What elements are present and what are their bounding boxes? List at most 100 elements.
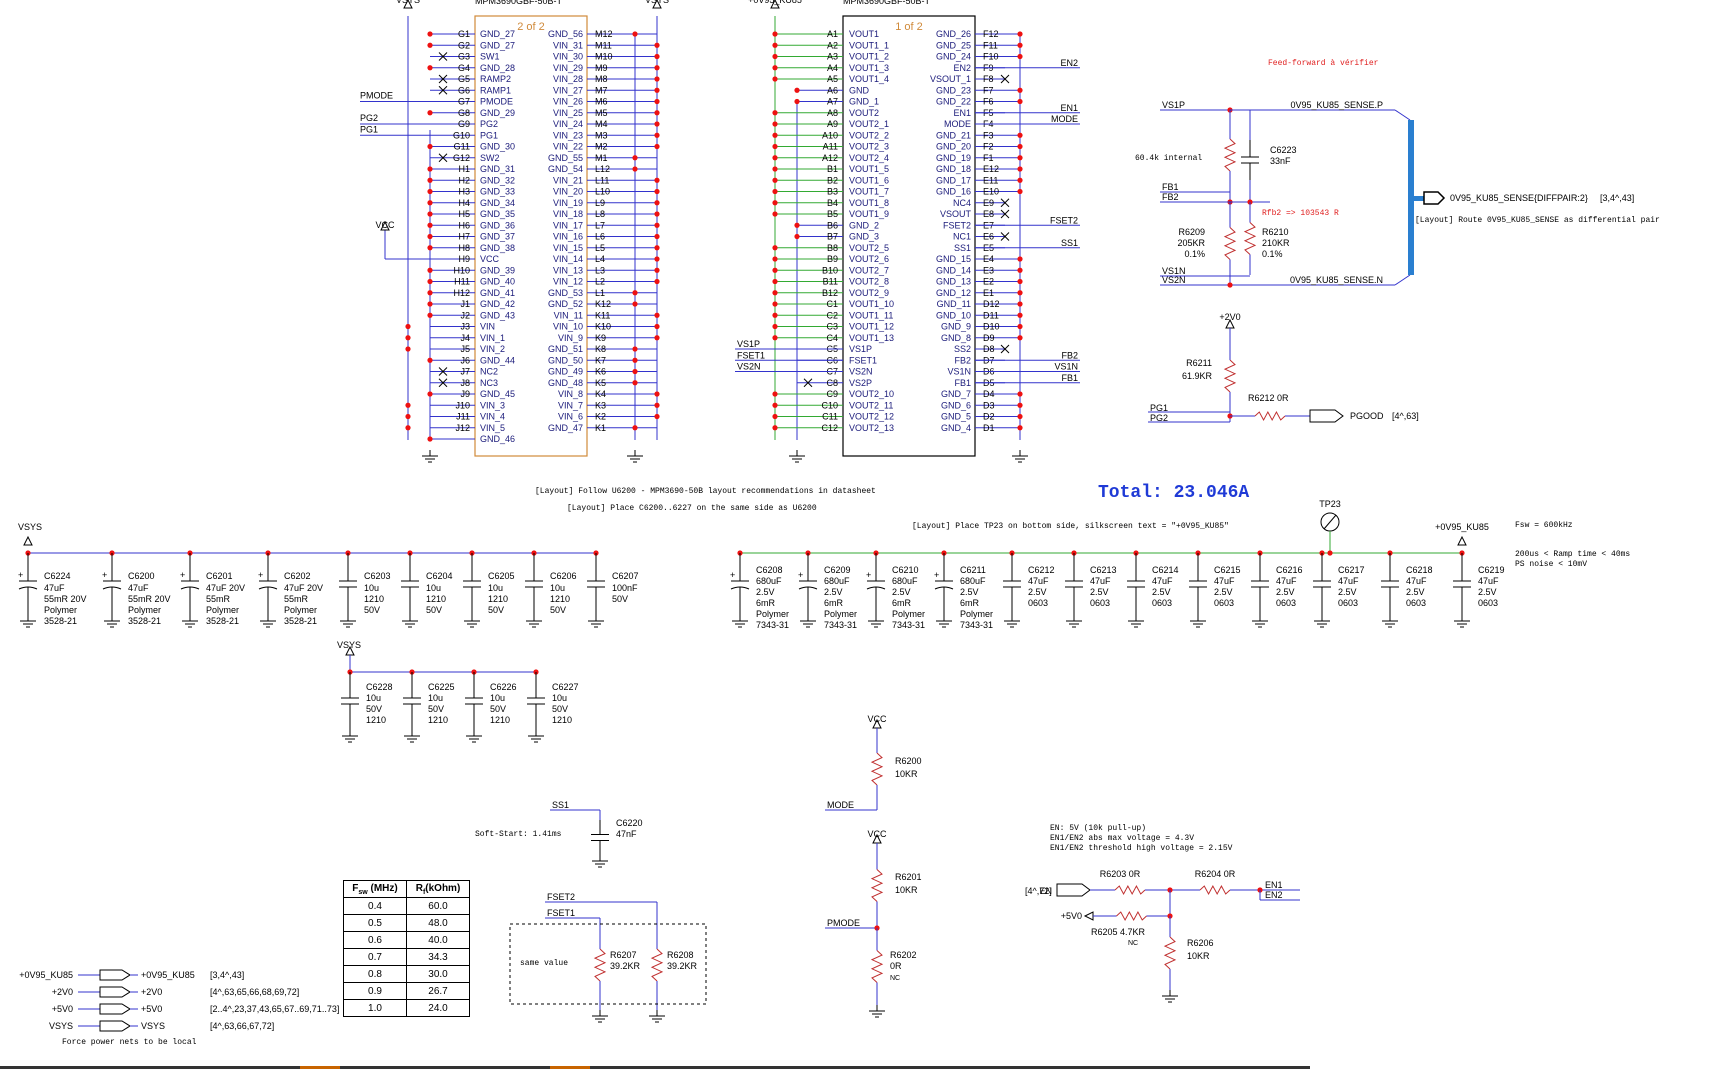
pin-name: PMODE (480, 97, 513, 107)
no-connect-mark (1000, 344, 1010, 354)
no-connect-mark (438, 378, 448, 388)
pin-number: C9 (826, 389, 838, 399)
no-connect-mark (1000, 209, 1010, 219)
pgood-ref: [4^,63] (1392, 411, 1419, 421)
cap-ref: C6207 (612, 571, 639, 581)
pin-number: G11 (454, 142, 470, 152)
junction-dot (427, 188, 433, 195)
u6200a-part: MPM3690GBF-50B-T (843, 0, 931, 6)
junction-dot (772, 335, 778, 341)
bus-entry (1394, 274, 1411, 286)
pin-number: B1 (827, 164, 838, 174)
pin-name: NC4 (953, 198, 971, 208)
plus5-port (1083, 911, 1094, 921)
fset2-label: FSET2 (547, 892, 575, 902)
en-port-label: EN (1039, 886, 1052, 896)
junction-dot (772, 267, 778, 273)
junction-dot (654, 121, 660, 127)
r6209-value: 205KR (1177, 238, 1205, 248)
diffpair-bus (1408, 120, 1414, 275)
pin-name: GND_30 (480, 142, 515, 152)
pin-name: GND_29 (480, 108, 515, 118)
pin-name: VOUT2_3 (849, 142, 889, 152)
pin-name: GND_39 (480, 265, 515, 275)
junction-dot (405, 346, 411, 352)
power-port-ref: [4^,63,66,67,72] (210, 1021, 274, 1031)
pin-number: B11 (823, 277, 838, 287)
junction-dot (632, 301, 638, 307)
junction-dot (1017, 278, 1023, 285)
vsys-label: VSYS (396, 0, 420, 5)
cap-value: 1210 (550, 594, 570, 604)
plus5-label: +5V0 (1061, 911, 1082, 921)
pin-name: VOUT1_6 (849, 175, 889, 185)
rf-header: Rf(kOhm) (406, 880, 470, 898)
pin-number: H9 (458, 254, 470, 264)
pin-name: GND_45 (480, 389, 515, 399)
pin-number: E11 (983, 175, 998, 185)
junction-dot (794, 233, 800, 240)
vout-arrow-caps (1457, 535, 1467, 546)
junction-dot (772, 42, 778, 48)
junction-dot (654, 256, 660, 262)
junction-dot (1017, 290, 1023, 296)
vcc-label-2: VCC (867, 829, 887, 839)
pin-name: NC1 (953, 232, 971, 242)
net-en2-label: EN2 (1060, 58, 1078, 68)
pin-number: A4 (827, 63, 838, 73)
pin-name: GND_9 (941, 322, 971, 332)
junction-dot (427, 177, 433, 183)
power-port (99, 986, 131, 998)
cap-value: 50V (612, 594, 628, 604)
net-en1-label: EN1 (1060, 103, 1078, 113)
pin-name: GND_10 (936, 310, 971, 320)
pin-name: GND_7 (941, 389, 971, 399)
cap-value: 47uF (1338, 576, 1359, 586)
pin-name: VOUT2_8 (849, 277, 889, 287)
cap-value: 1210 (488, 594, 508, 604)
junction-dot (1017, 166, 1023, 172)
pin-name: VIN_28 (553, 74, 583, 84)
junction-dot (654, 245, 660, 251)
pin-number: F12 (983, 29, 999, 39)
pin-number: J4 (460, 333, 470, 343)
cap-value: 47uF (1478, 576, 1499, 586)
pin-name: GND_25 (936, 40, 971, 50)
pin-name: GND_12 (936, 288, 971, 298)
en-ref: [4^,72] (1025, 886, 1052, 896)
pin-name: GND_41 (480, 288, 515, 298)
junction-dot (1017, 413, 1023, 420)
diffpair-port (1423, 191, 1446, 205)
pin-number: K4 (595, 389, 606, 399)
fset1-label: FSET1 (547, 908, 575, 918)
pin-number: L11 (595, 175, 609, 185)
r6202 (870, 950, 884, 983)
pin-name: GND_44 (480, 355, 515, 365)
mode-label: MODE (827, 800, 854, 810)
tp23-slash (1323, 514, 1337, 530)
cap-ref: C6202 (284, 571, 311, 581)
pin-name: VIN_23 (553, 130, 583, 140)
pin-name: GND_46 (480, 434, 515, 444)
c6220-ref: C6220 (616, 818, 643, 828)
pin-number: G3 (458, 52, 470, 62)
pin-name: GND_1 (849, 97, 879, 107)
output-capacitors: +0V95_KU85TP23+C6208680uF2.5V6mRPolymer7… (730, 499, 1505, 630)
pgood-port (1309, 409, 1344, 423)
junction-dot (654, 413, 660, 420)
pin-number: E8 (983, 209, 994, 219)
pin-name: GND_2 (849, 220, 879, 230)
junction-dot (654, 110, 660, 116)
power-port-right: +5V0 (141, 1004, 162, 1014)
pin-name: VIN_14 (553, 254, 583, 264)
pin-number: H2 (458, 175, 470, 185)
pin-name: GND_13 (936, 277, 971, 287)
pin-number: F2 (983, 142, 994, 152)
pin-name: GND_24 (936, 52, 971, 62)
junction-dot (654, 402, 660, 408)
tp23-label: TP23 (1319, 499, 1341, 509)
cap-value: Polymer (206, 605, 239, 615)
vsys-caps-label: VSYS (18, 522, 42, 532)
